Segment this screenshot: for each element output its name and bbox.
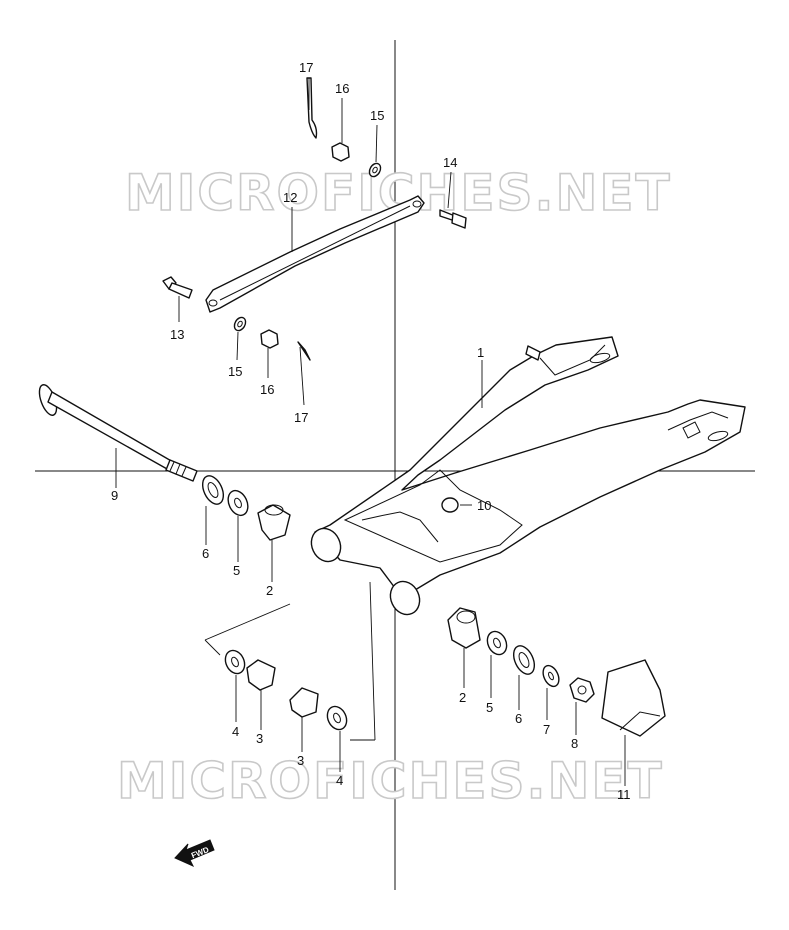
washer-top [368,124,382,178]
cotter-pin-lower [297,341,311,406]
rubber-stopper [441,497,472,513]
callout-3-lower-mid: 3 [297,753,304,768]
callout-16-lower: 16 [260,382,274,397]
callout-6-left: 6 [202,546,209,561]
callout-5-right: 5 [486,700,493,715]
callout-15-lower: 15 [228,364,242,379]
bolt-13 [162,276,193,322]
callout-4-lower-left: 4 [232,724,239,739]
torque-rod [205,195,425,313]
callout-16-top: 16 [335,81,349,96]
callout-6-right: 6 [515,711,522,726]
callout-13: 13 [170,327,184,342]
watermark-top: MICROFICHES.NET [125,164,672,222]
callout-14: 14 [443,155,457,170]
callout-17-lower: 17 [294,410,308,425]
cotter-pin-top [306,77,318,139]
swingarm [310,336,746,616]
callout-8: 8 [571,736,578,751]
callout-11: 11 [617,787,631,802]
callout-12: 12 [283,190,297,205]
callout-5-left: 5 [233,563,240,578]
callout-9: 9 [111,488,118,503]
chain-guard [601,659,666,786]
pivot-axle [38,384,198,488]
callout-2-left: 2 [266,583,273,598]
exploded-lower-pieces [204,581,376,772]
left-bushing-stack [201,475,291,582]
right-bushing-stack [447,607,595,735]
nut-top [331,98,350,162]
fwd-arrow-icon: FWD [174,839,215,868]
nut-lower [260,329,279,378]
callout-2-right: 2 [459,690,466,705]
callout-10: 10 [477,498,491,513]
washer-lower [233,316,247,361]
bolt-14 [439,171,467,229]
watermark-bottom: MICROFICHES.NET [117,752,664,810]
callout-15-top: 15 [370,108,384,123]
callout-17-top: 17 [299,60,313,75]
callout-3-lower-left: 3 [256,731,263,746]
callout-7: 7 [543,722,550,737]
callout-1: 1 [477,345,484,360]
callout-4-lower-mid: 4 [336,773,343,788]
